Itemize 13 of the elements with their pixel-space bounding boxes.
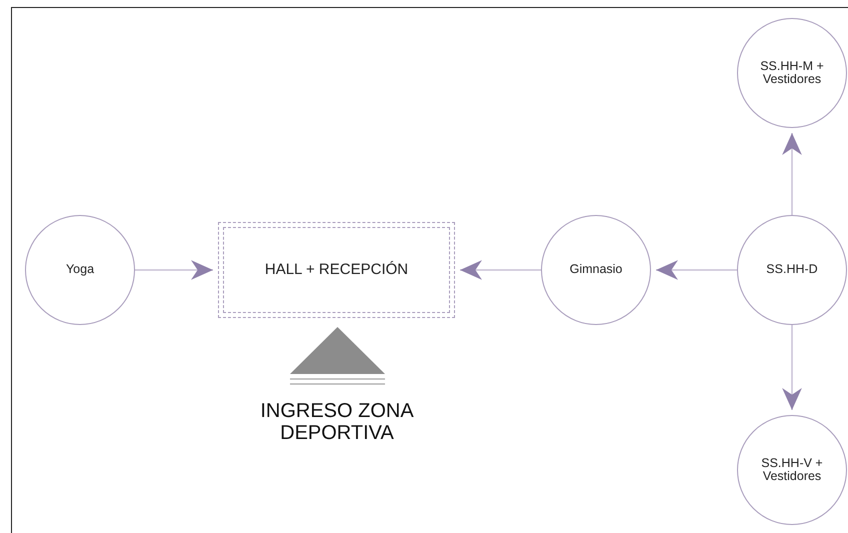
space-name: Yoga bbox=[66, 263, 94, 277]
arrow bbox=[656, 260, 737, 280]
arrow bbox=[135, 260, 213, 280]
space-name: SS.HH-M + Vestidores bbox=[760, 60, 824, 86]
space-name: SS.HH-D bbox=[766, 263, 818, 277]
entrance-label: INGRESO ZONA DEPORTIVA bbox=[259, 400, 415, 444]
arrow bbox=[460, 260, 541, 280]
arrow bbox=[782, 325, 802, 410]
arrow bbox=[782, 133, 802, 215]
space-name: SS.HH-V + Vestidores bbox=[760, 456, 824, 484]
space-box bbox=[218, 222, 455, 318]
space-name: HALL + RECEPCIÓN bbox=[264, 262, 408, 278]
space-name: Gimnasio bbox=[570, 263, 622, 277]
